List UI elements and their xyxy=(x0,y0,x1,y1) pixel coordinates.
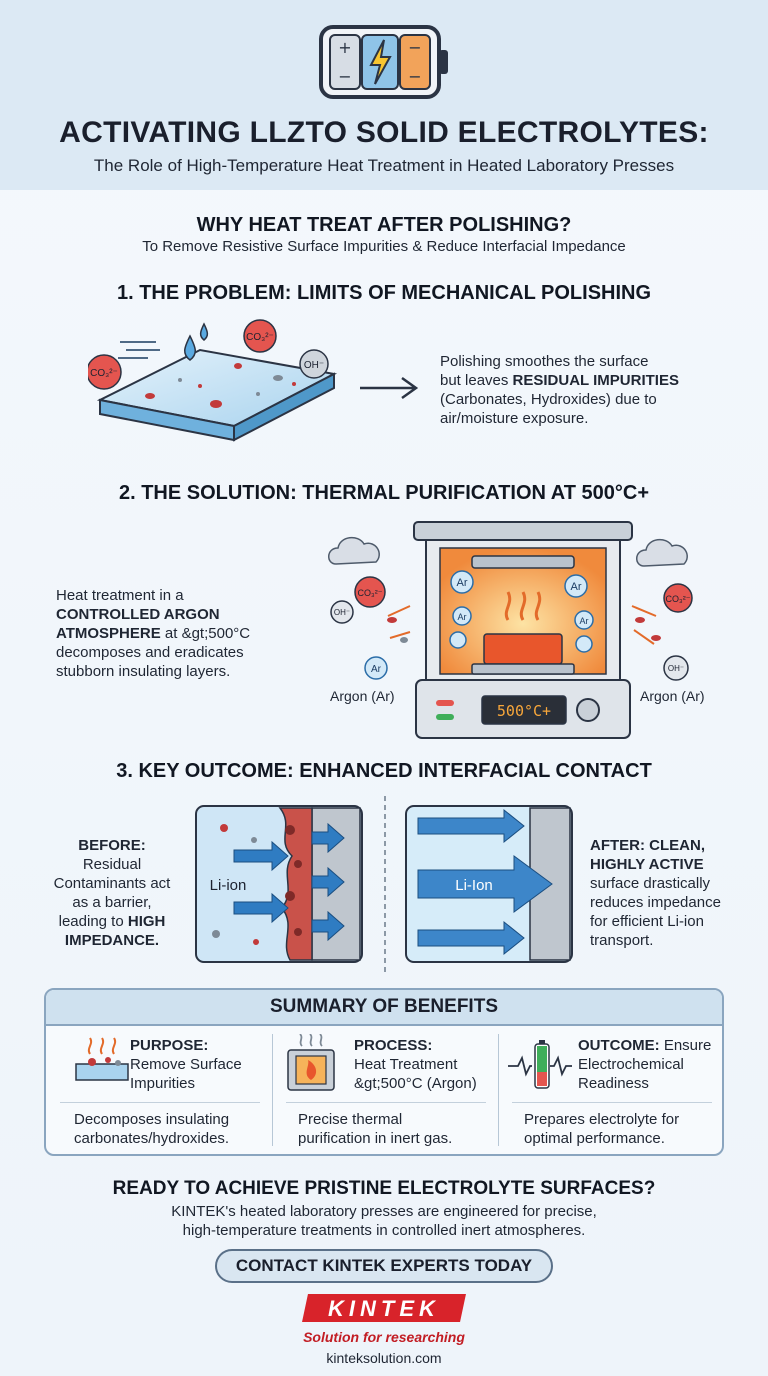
oh-bubble-label: OH⁻ xyxy=(304,360,324,371)
process-footer: Precise thermal purification in inert ga… xyxy=(298,1111,453,1147)
oh-bubble-label: OH⁻ xyxy=(334,608,350,617)
before-description: BEFORE: Residual Contaminants act as a b… xyxy=(53,837,171,949)
co3-bubble-label: CO₃²⁻ xyxy=(246,332,274,343)
process-text: PROCESS: Heat Treatment &gt;500°C (Argon… xyxy=(354,1037,477,1092)
argon-right-label: Argon (Ar) xyxy=(640,688,705,704)
purpose-text: PURPOSE: Remove Surface Impurities xyxy=(130,1037,242,1092)
argon-left-label: Argon (Ar) xyxy=(330,688,395,704)
argon-label: Ar xyxy=(457,577,468,589)
battery-icon: + − − − xyxy=(319,25,448,99)
outcome-footer: Prepares electrolyte for optimal perform… xyxy=(524,1111,680,1147)
svg-text:−: − xyxy=(338,67,351,86)
right-arrow-icon xyxy=(360,376,419,400)
outcome-heading: 3. KEY OUTCOME: ENHANCED INTERFACIAL CON… xyxy=(116,760,652,782)
argon-label: Ar xyxy=(371,664,382,675)
heated-press-illustration: Ar Ar Ar Ar 500°C+ CO₃²⁻ OH⁻ Ar CO₃²⁻ OH… xyxy=(328,521,693,739)
summary-panel: SUMMARY OF BENEFITS PURPOSE: Remove Surf… xyxy=(44,988,724,1156)
outcome-text: OUTCOME: Ensure Electrochemical Readines… xyxy=(578,1037,712,1092)
solution-heading: 2. THE SOLUTION: THERMAL PURIFICATION AT… xyxy=(118,482,650,504)
brand-tagline: Solution for researching xyxy=(303,1329,465,1345)
column-divider xyxy=(498,1034,499,1146)
battery-pulse-icon xyxy=(508,1040,572,1089)
why-heading: WHY HEAT TREAT AFTER POLISHING? xyxy=(196,214,572,236)
svg-text:−: − xyxy=(408,67,421,86)
problem-description: Polishing smoothes the surface but leave… xyxy=(440,353,679,427)
temperature-display: 500°C+ xyxy=(497,702,551,720)
furnace-icon xyxy=(287,1034,335,1091)
problem-heading: 1. THE PROBLEM: LIMITS OF MECHANICAL POL… xyxy=(116,282,652,304)
purpose-footer: Decomposes insulating carbonates/hydroxi… xyxy=(74,1111,230,1147)
contact-experts-button[interactable]: CONTACT KINTEK EXPERTS TODAY xyxy=(215,1249,553,1283)
co3-bubble-label: CO₃²⁻ xyxy=(666,594,691,604)
page-title: ACTIVATING LLZTO SOLID ELECTROLYTES: xyxy=(59,116,709,149)
cta-text-line-2: high-temperature treatments in controlle… xyxy=(182,1222,586,1239)
liion-label: Li-Ion xyxy=(455,877,493,894)
before-interface-illustration: Li-ion xyxy=(195,805,363,963)
kintek-logo-text[interactable]: KINTEK xyxy=(328,1296,440,1321)
why-subheading: To Remove Resistive Surface Impurities &… xyxy=(142,238,626,255)
divider-line xyxy=(384,796,386,972)
page-subtitle: The Role of High-Temperature Heat Treatm… xyxy=(93,156,675,175)
liion-label: Li-ion xyxy=(210,877,247,894)
column-divider xyxy=(272,1034,273,1146)
svg-text:+: + xyxy=(338,38,351,57)
after-description: AFTER: CLEAN, HIGHLY ACTIVE surface dras… xyxy=(590,837,721,949)
summary-heading: SUMMARY OF BENEFITS xyxy=(46,990,722,1026)
argon-label: Ar xyxy=(458,612,467,622)
impurity-removal-icon xyxy=(75,1037,129,1081)
cta-text-line-1: KINTEK's heated laboratory presses are e… xyxy=(171,1203,597,1220)
oh-bubble-label: OH⁻ xyxy=(668,664,684,673)
argon-label: Ar xyxy=(580,616,589,626)
solution-description: Heat treatment in a CONTROLLED ARGON ATM… xyxy=(56,587,251,680)
co3-bubble-label: CO₃²⁻ xyxy=(358,588,383,598)
cta-heading: READY TO ACHIEVE PRISTINE ELECTROLYTE SU… xyxy=(112,1178,656,1199)
polished-electrolyte-illustration: CO₃²⁻ CO₃²⁻ OH⁻ xyxy=(88,319,338,442)
co3-bubble-label: CO₃²⁻ xyxy=(90,368,118,379)
website-link[interactable]: kinteksolution.com xyxy=(326,1350,442,1366)
argon-label: Ar xyxy=(571,581,582,593)
svg-text:−: − xyxy=(408,38,421,57)
after-interface-illustration: Li-Ion xyxy=(405,805,573,963)
